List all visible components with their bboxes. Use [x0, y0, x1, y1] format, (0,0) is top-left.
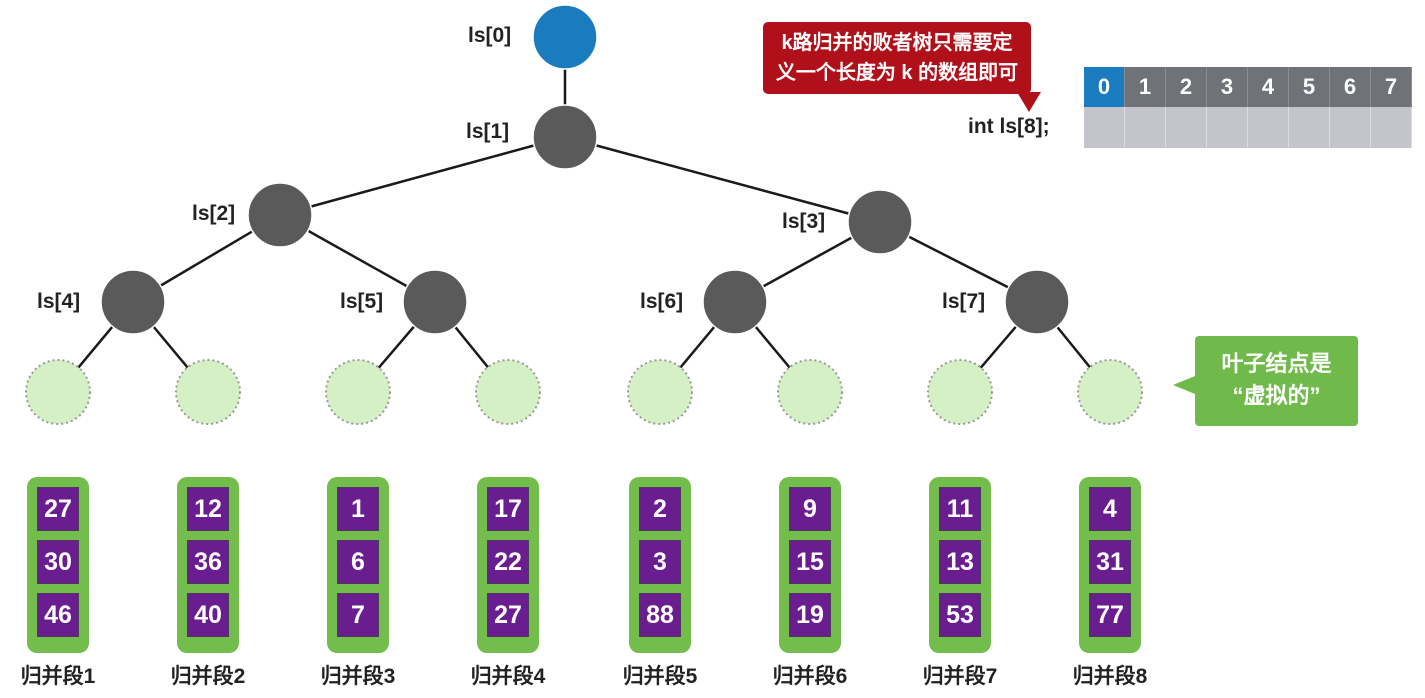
node-label: ls[3] [782, 210, 826, 233]
segment-value: 30 [37, 540, 79, 584]
array-cell [1166, 107, 1207, 148]
loser-node [847, 189, 913, 255]
note-callout-virtual-leaves: 叶子结点是 “虚拟的” [1173, 336, 1358, 426]
segment-label: 归并段2 [170, 665, 246, 688]
segment-value: 11 [939, 487, 981, 531]
note-line-2: “虚拟的” [1232, 383, 1321, 408]
array-index: 4 [1248, 67, 1289, 107]
virtual-leaf-node [927, 359, 993, 425]
merge-segment: 12 36 40 [177, 477, 239, 653]
edge-ls1-ls2 [279, 135, 566, 217]
segment-value: 40 [187, 593, 229, 637]
array-index: 5 [1289, 67, 1330, 107]
array-cell [1330, 107, 1371, 148]
segment-value: 12 [187, 487, 229, 531]
segment-label: 归并段7 [922, 665, 998, 688]
segment-value: 1 [337, 487, 379, 531]
segment-value: 19 [789, 593, 831, 637]
loser-node [532, 104, 598, 170]
array-index: 6 [1330, 67, 1371, 107]
segment-value: 27 [487, 593, 529, 637]
segment-value: 2 [639, 487, 681, 531]
node-label: ls[0] [468, 24, 512, 47]
note-line-2: 义一个长度为 k 的数组即可 [775, 62, 1019, 84]
array-index: 0 [1084, 67, 1125, 107]
segment-value: 27 [37, 487, 79, 531]
node-label: ls[2] [192, 202, 236, 225]
array-index: 3 [1207, 67, 1248, 107]
virtual-leaf-node [777, 359, 843, 425]
array-cell [1371, 107, 1412, 148]
segment-label: 归并段6 [772, 665, 848, 688]
segment-value: 46 [37, 593, 79, 637]
loser-node [100, 269, 166, 335]
segment-value: 4 [1089, 487, 1131, 531]
merge-segment: 4 31 77 [1079, 477, 1141, 653]
segment-label: 归并段5 [622, 665, 698, 688]
segment-value: 22 [487, 540, 529, 584]
virtual-leaf-node [325, 359, 391, 425]
virtual-leaf-node [1077, 359, 1143, 425]
loser-node [702, 269, 768, 335]
loser-node [1004, 269, 1070, 335]
segment-value: 9 [789, 487, 831, 531]
array-cell [1207, 107, 1248, 148]
array-index: 2 [1166, 67, 1207, 107]
virtual-leaf-node [627, 359, 693, 425]
segment-value: 7 [337, 593, 379, 637]
winner-node [532, 4, 598, 70]
segment-value: 15 [789, 540, 831, 584]
array-cell [1084, 107, 1125, 148]
segment-value: 31 [1089, 540, 1131, 584]
node-label: ls[6] [640, 290, 684, 313]
segment-value: 3 [639, 540, 681, 584]
segment-label: 归并段8 [1072, 665, 1148, 688]
segment-value: 17 [487, 487, 529, 531]
merge-segment: 9 15 19 [779, 477, 841, 653]
loser-node [247, 182, 313, 248]
array-cell [1125, 107, 1166, 148]
merge-segment: 1 6 7 [327, 477, 389, 653]
merge-segment: 11 13 53 [929, 477, 991, 653]
array-cell [1248, 107, 1289, 148]
segment-label: 归并段3 [320, 665, 396, 688]
segment-value: 36 [187, 540, 229, 584]
virtual-leaf-node [175, 359, 241, 425]
segment-label: 归并段4 [470, 665, 546, 688]
node-label: ls[7] [942, 290, 986, 313]
segment-value: 53 [939, 593, 981, 637]
edge-ls1-ls3 [564, 135, 881, 224]
node-label: ls[5] [340, 290, 384, 313]
merge-segment: 17 22 27 [477, 477, 539, 653]
segment-value: 88 [639, 593, 681, 637]
note-line-1: 叶子结点是 [1221, 351, 1332, 376]
array-declaration: int ls[8]; [968, 115, 1050, 138]
note-line-1: k路归并的败者树只需要定 [781, 32, 1013, 54]
merge-segment: 2 3 88 [629, 477, 691, 653]
segment-value: 6 [337, 540, 379, 584]
array-cell [1289, 107, 1330, 148]
virtual-leaf-node [475, 359, 541, 425]
node-label: ls[4] [37, 290, 81, 313]
array-index: 7 [1371, 67, 1412, 107]
array-index: 1 [1125, 67, 1166, 107]
segment-value: 13 [939, 540, 981, 584]
note-callout-array-length: k路归并的败者树只需要定 义一个长度为 k 的数组即可 [763, 22, 1041, 112]
loser-tree [25, 4, 1143, 425]
merge-segment: 27 30 46 [27, 477, 89, 653]
loser-node [402, 269, 468, 335]
segment-value: 77 [1089, 593, 1131, 637]
node-label: ls[1] [466, 120, 510, 143]
segment-label: 归并段1 [20, 665, 96, 688]
virtual-leaf-node [25, 359, 91, 425]
